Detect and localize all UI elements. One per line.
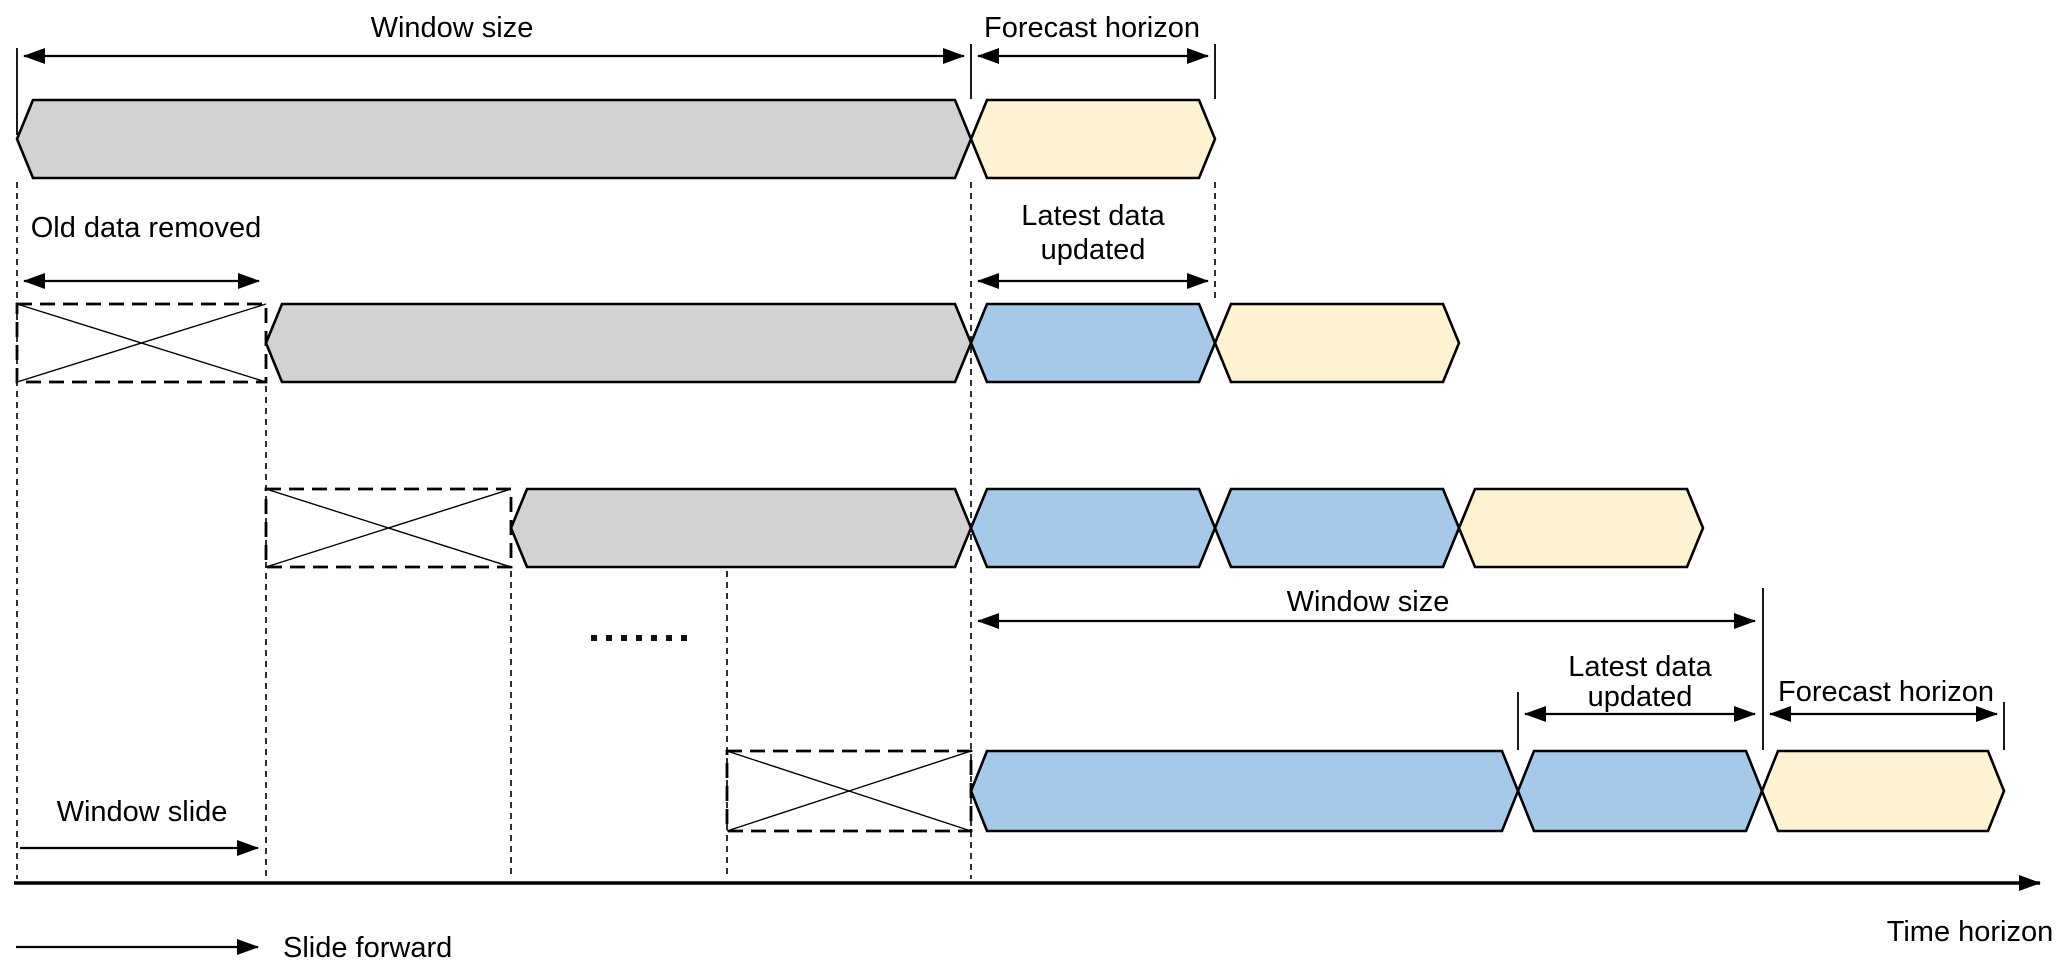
window-size-top-label: Window size [371,12,534,44]
row3-forecast-bar [1457,487,1705,569]
row-4 [725,749,2006,833]
row-2 [15,302,1461,384]
slide-forward-label: Slide forward [283,932,452,961]
row4-removed-x2 [726,750,972,832]
vertical-guides [16,182,1216,879]
time-horizon-label: Time horizon [1887,916,2054,948]
forecast-horizon-bottom-label: Forecast horizon [1778,676,1994,708]
latest-data-bottom-label-line2: updated [1588,681,1693,713]
row1-window-bar [15,98,973,180]
row2-updated-bar [969,302,1217,384]
labels: Window size Forecast horizon Old data re… [31,12,2054,961]
old-data-removed-label: Old data removed [31,212,262,244]
row-3 [264,487,1705,569]
row3-updated-bar-2 [1213,487,1461,569]
dimension-arrows [16,48,1998,955]
row4-forecast-bar [1760,749,2006,833]
forecast-horizon-top-label: Forecast horizon [984,12,1200,44]
window-size-bottom-label: Window size [1287,586,1450,618]
latest-data-bottom-label-line1: Latest data [1568,651,1712,683]
row3-updated-bar-1 [969,487,1217,569]
row4-updated-bar [1516,749,1764,833]
row-1 [15,98,1217,180]
row3-removed-x2 [265,488,512,568]
continuation-ellipsis [591,635,687,641]
boundary-ticks [16,44,2005,750]
latest-data-top-label-line2: updated [1041,234,1146,266]
row2-removed-x2 [16,303,267,383]
row3-window-bar [509,487,973,569]
row4-window-bar [969,749,1520,833]
row2-window-bar [264,302,973,384]
row2-forecast-bar [1213,302,1461,384]
window-slide-label: Window slide [57,796,228,828]
row1-forecast-bar [969,98,1217,180]
latest-data-top-label-line1: Latest data [1021,200,1165,232]
